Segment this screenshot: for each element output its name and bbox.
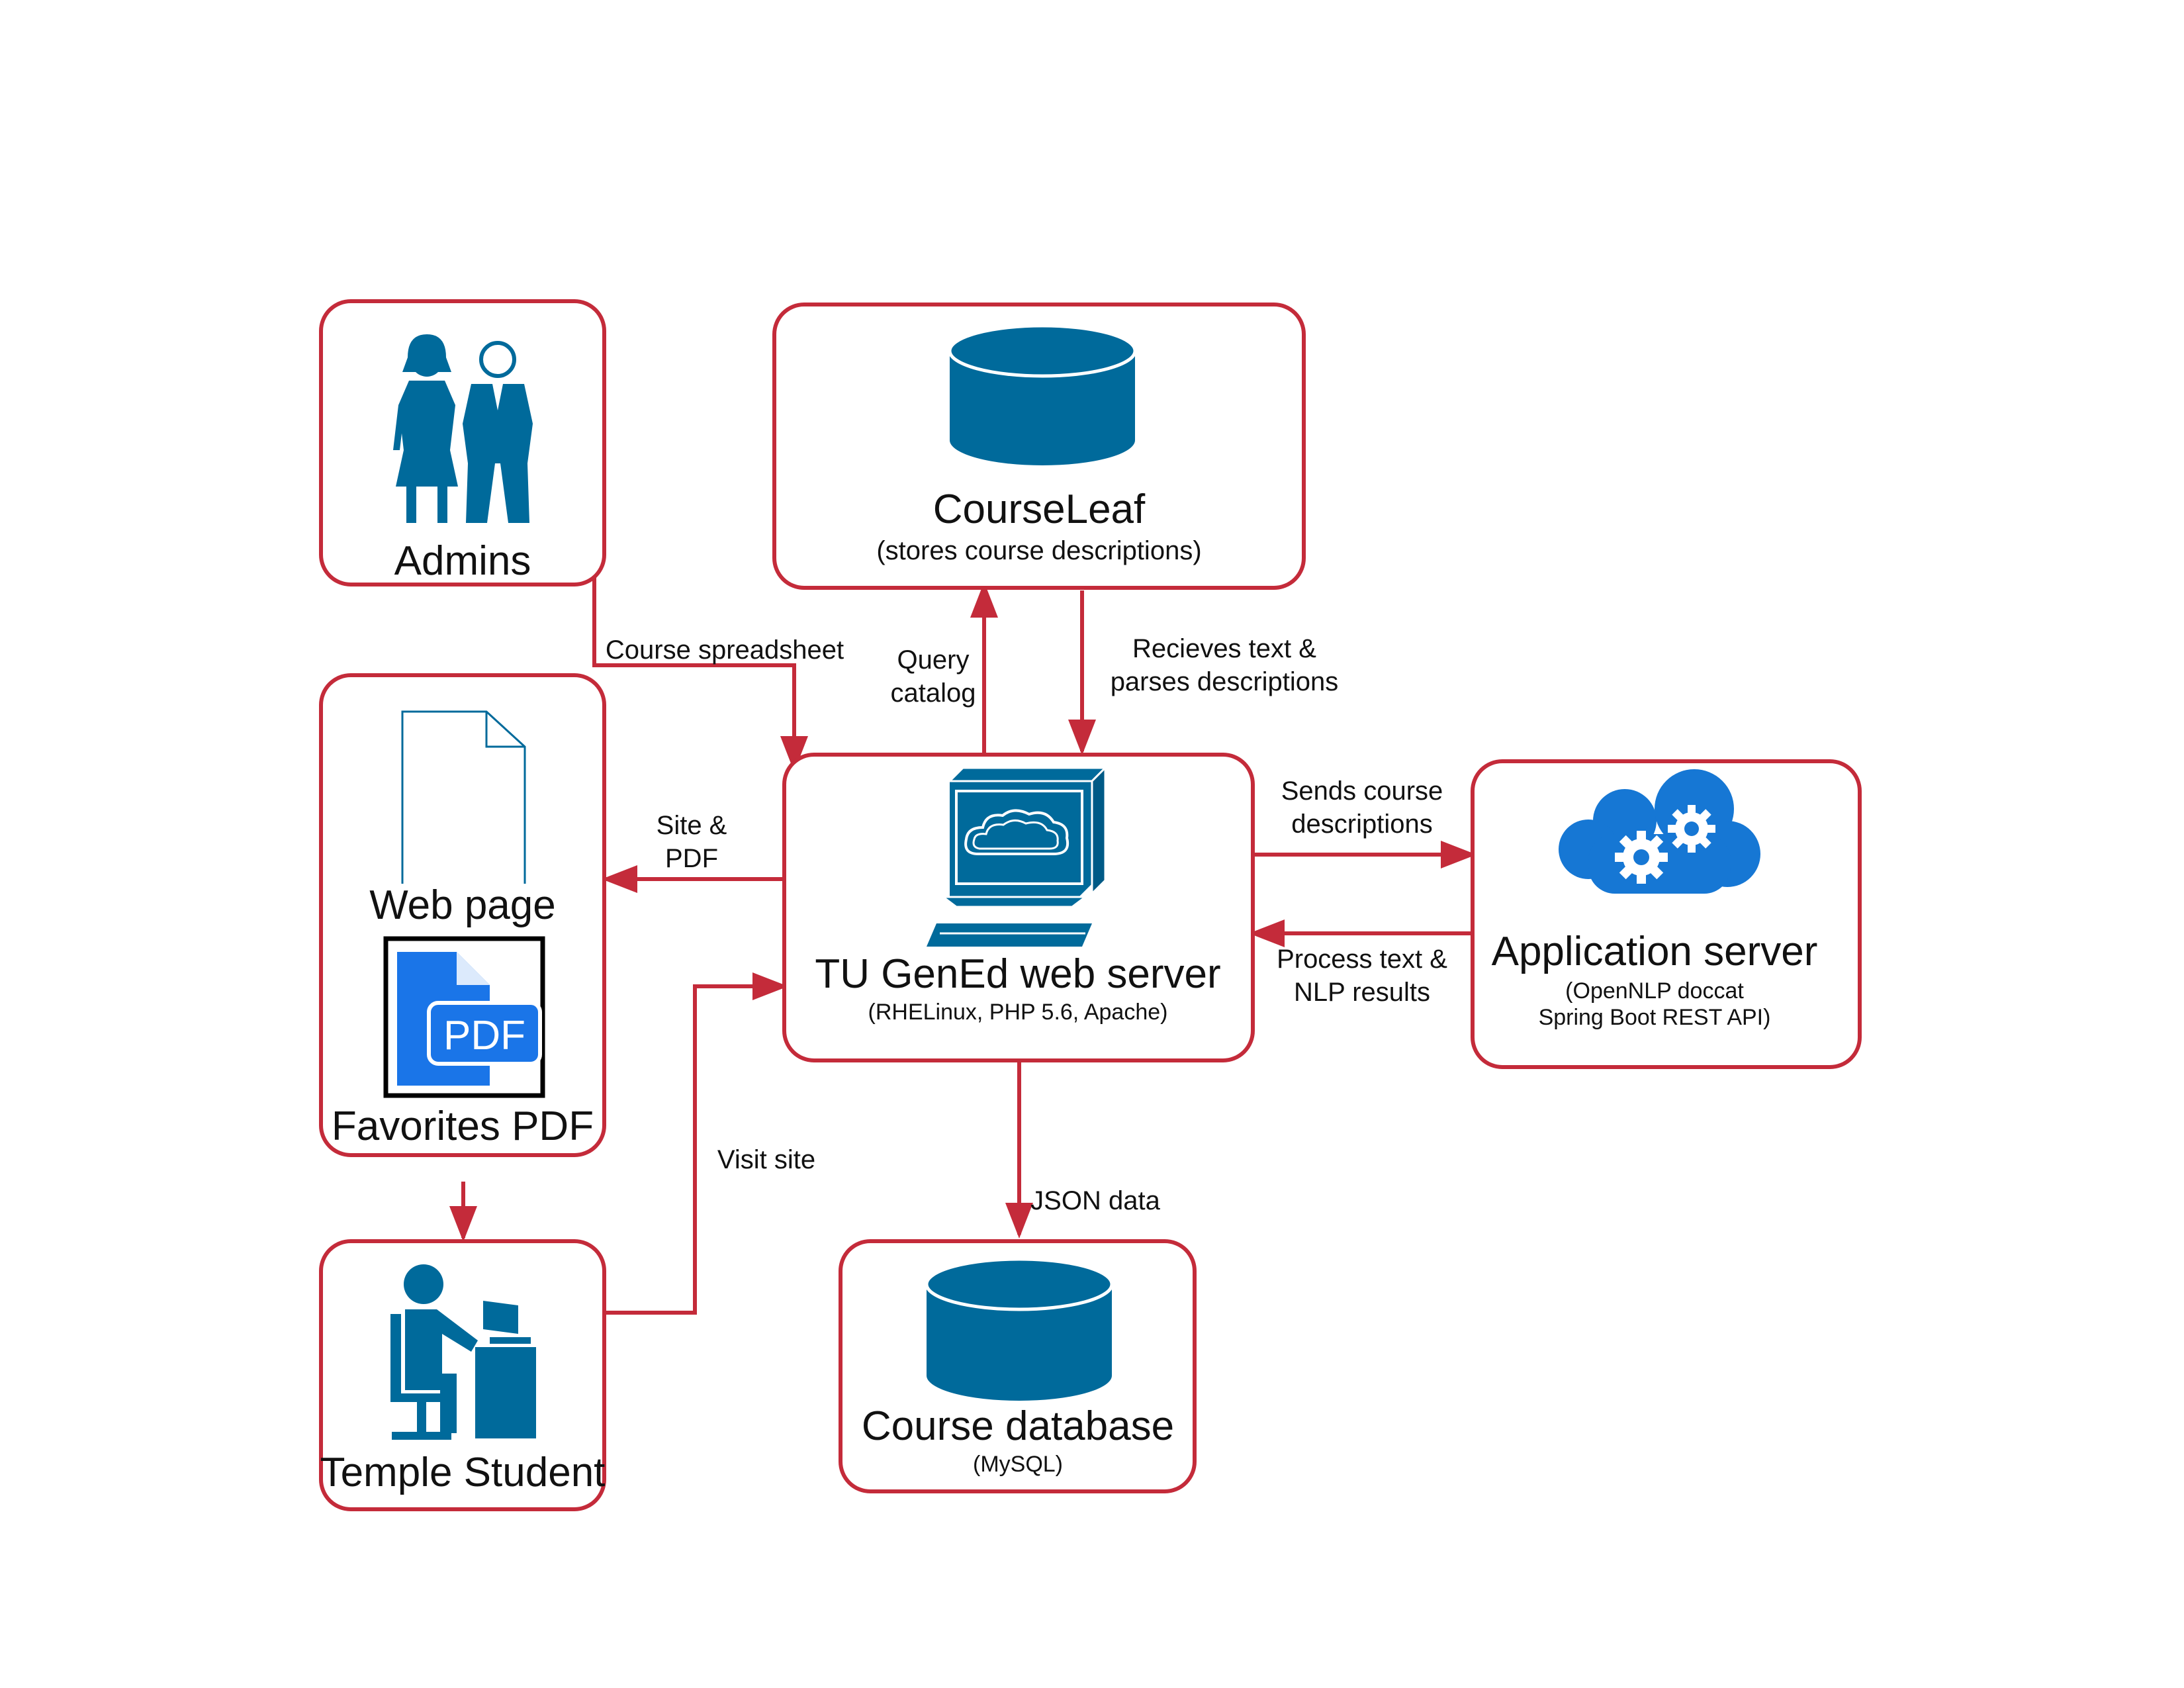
admins-box <box>319 299 606 586</box>
node-webpage-pdf: Web page PDF Favorites PDF <box>319 673 606 1157</box>
coursedb-subtitle: (MySQL) <box>973 1452 1063 1477</box>
webserver-title: TU GenEd web server <box>815 951 1220 997</box>
node-courseleaf: CourseLeaf (stores course descriptions) <box>772 303 1306 590</box>
node-webserver: TU GenEd web server (RHELinux, PHP 5.6, … <box>782 753 1255 1062</box>
computer-icon <box>927 765 1108 947</box>
node-admins: Admins <box>319 299 606 586</box>
label-receives-text-line-1: Recieves text & <box>1132 634 1316 663</box>
student-box <box>319 1239 606 1511</box>
label-receives-text-line-2: parses descriptions <box>1111 667 1339 696</box>
label-site-pdf-line-2: PDF <box>665 844 718 873</box>
database-icon <box>925 1257 1114 1401</box>
pdf-icon: PDF <box>383 936 545 1098</box>
node-coursedb: Course database (MySQL) <box>839 1239 1197 1493</box>
label-sends-course-line-1: Sends course <box>1281 776 1443 806</box>
edges <box>449 563 1477 1315</box>
edge-visit-site <box>606 972 788 1315</box>
label-visit-site: Visit site <box>717 1145 815 1174</box>
label-query-catalog-line-2: catalog <box>891 679 976 708</box>
appserver-subtitle-line-2: Spring Boot REST API) <box>1539 1005 1771 1030</box>
coursedb-title: Course database <box>862 1403 1174 1449</box>
student-desk-icon <box>390 1264 536 1440</box>
node-appserver: Application server (OpenNLP doccat Sprin… <box>1471 759 1862 1069</box>
student-title: Temple Student <box>320 1450 606 1495</box>
people-icon <box>393 334 533 523</box>
label-json-data: JSON data <box>1030 1186 1160 1215</box>
label-process-text-line-1: Process text & <box>1277 945 1447 974</box>
label-course-spreadsheet: Course spreadsheet <box>606 635 844 665</box>
document-icon <box>401 710 526 884</box>
courseleaf-subtitle: (stores course descriptions) <box>876 536 1201 565</box>
label-site-pdf-line-1: Site & <box>657 811 727 840</box>
courseleaf-title: CourseLeaf <box>933 487 1146 532</box>
admins-title: Admins <box>394 538 531 584</box>
node-student: Temple Student <box>319 1239 606 1511</box>
edge-labels: Course spreadsheet Query catalog Recieve… <box>606 634 1447 1215</box>
label-process-text-line-2: NLP results <box>1294 978 1430 1007</box>
webpage-title: Web page <box>369 882 556 928</box>
label-sends-course-line-2: descriptions <box>1291 810 1432 839</box>
database-icon <box>948 324 1137 465</box>
appserver-subtitle-line-1: (OpenNLP doccat <box>1565 978 1744 1004</box>
favorites-title: Favorites PDF <box>332 1103 594 1149</box>
label-query-catalog-line-1: Query <box>897 645 970 675</box>
webserver-subtitle: (RHELinux, PHP 5.6, Apache) <box>868 1000 1168 1025</box>
edge-course-spreadsheet <box>592 563 808 772</box>
appserver-title: Application server <box>1492 929 1818 974</box>
cloud-gears-icon <box>1559 769 1760 894</box>
pdf-icon-text: PDF <box>443 1013 525 1058</box>
